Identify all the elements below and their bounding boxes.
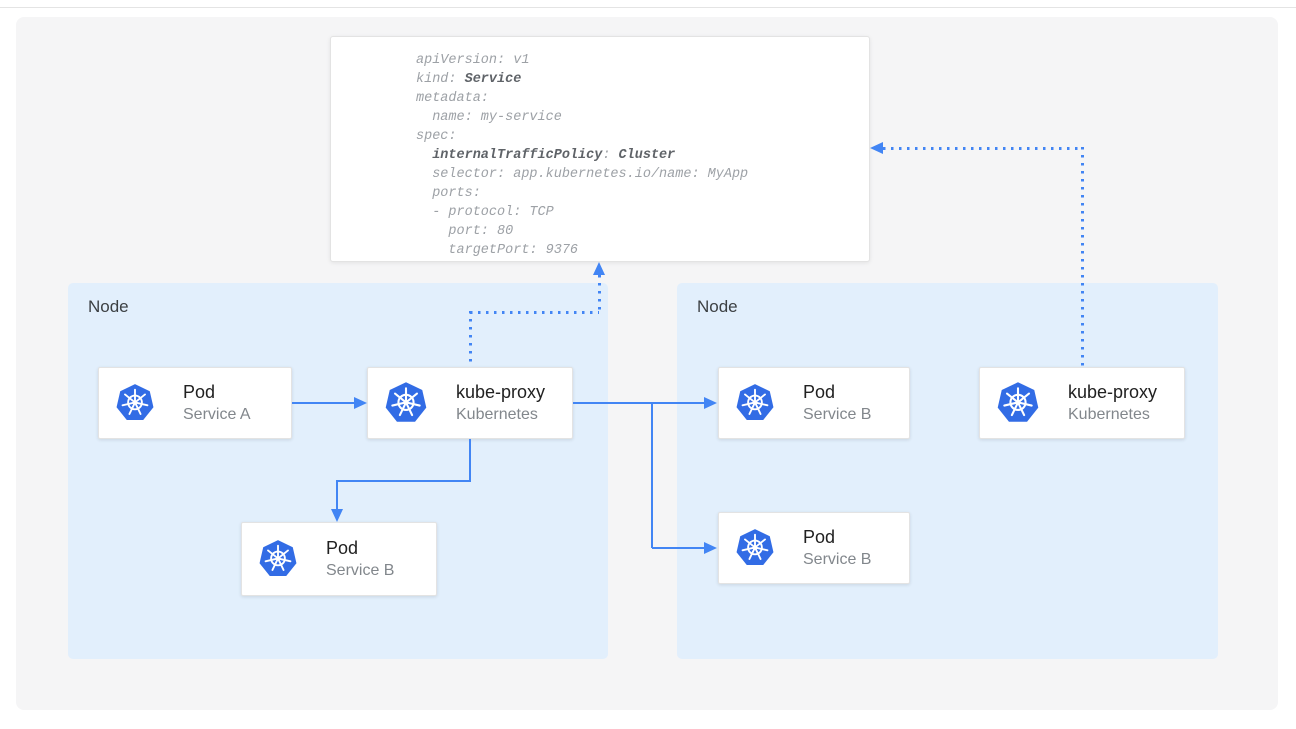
yaml-line: apiVersion: v1 [416, 53, 530, 68]
diagram-canvas: Node Node apiVersion: v1 kind: Service m… [16, 17, 1278, 710]
card-pod-service-b-right-bottom: Pod Service B [718, 512, 910, 584]
kubernetes-icon [735, 383, 775, 421]
yaml-line: spec: [416, 129, 457, 144]
card-pod-service-a: Pod Service A [98, 367, 292, 439]
card-title: Pod [326, 538, 359, 558]
arrowhead-up-icon [593, 262, 605, 275]
yaml-line: - protocol: TCP [416, 205, 554, 220]
dotted-to-yaml-bottom [598, 275, 601, 311]
card-text: kube-proxy Kubernetes [456, 381, 545, 425]
card-title: kube-proxy [456, 382, 546, 402]
yaml-line-internal-traffic-policy: internalTrafficPolicy: Cluster [432, 148, 676, 163]
node-right-label: Node [697, 297, 738, 316]
card-kube-proxy-left: kube-proxy Kubernetes [367, 367, 573, 439]
yaml-line: port: 80 [416, 224, 514, 239]
card-title: Pod [183, 382, 216, 402]
arrowhead-down-icon [331, 509, 343, 522]
card-subtitle: Service B [803, 406, 872, 423]
card-text: Pod Service B [326, 537, 394, 581]
card-title: Pod [803, 382, 836, 402]
dotted-kube-proxy-right-up [1081, 147, 1084, 367]
card-subtitle: Kubernetes [456, 406, 538, 423]
yaml-line: metadata: [416, 91, 489, 106]
card-title: kube-proxy [1068, 382, 1158, 402]
arrow-kube-proxy-to-pod-b-top [573, 402, 704, 404]
node-right: Node [677, 283, 1218, 659]
card-pod-service-b-left: Pod Service B [241, 522, 437, 596]
arrow-branch-to-pod-b-bottom [652, 547, 704, 549]
node-left-label: Node [88, 297, 129, 316]
yaml-line: selector: app.kubernetes.io/name: MyApp [416, 167, 749, 182]
arrowhead-left-icon [870, 142, 883, 154]
kubernetes-icon [258, 539, 298, 577]
arrowhead-right-icon [354, 397, 367, 409]
dotted-kube-proxy-left-up [469, 311, 472, 367]
yaml-line: kind: Service [416, 72, 522, 87]
card-subtitle: Service B [803, 551, 872, 568]
yaml-line: name: my-service [416, 110, 562, 125]
yaml-line: ports: [416, 186, 481, 201]
dotted-kube-proxy-left-across [470, 311, 599, 314]
kubernetes-icon [735, 528, 775, 566]
dotted-to-yaml-right [883, 147, 1081, 150]
arrow-pod-a-to-kube-proxy [292, 402, 354, 404]
arrow-branch-vertical [651, 402, 653, 548]
arrow-to-pod-b-left [336, 480, 338, 510]
card-subtitle: Kubernetes [1068, 406, 1150, 423]
kubernetes-icon [115, 383, 155, 421]
top-divider [0, 7, 1296, 8]
service-yaml-card: apiVersion: v1 kind: Service metadata: n… [330, 36, 870, 262]
arrow-kube-proxy-down [469, 439, 471, 481]
card-kube-proxy-right: kube-proxy Kubernetes [979, 367, 1185, 439]
card-subtitle: Service A [183, 406, 251, 423]
card-text: Pod Service A [183, 381, 251, 425]
arrowhead-right-icon [704, 542, 717, 554]
card-title: Pod [803, 527, 836, 547]
card-subtitle: Service B [326, 562, 395, 579]
card-text: Pod Service B [803, 526, 871, 570]
yaml-line: targetPort: 9376 [416, 243, 579, 258]
arrowhead-right-icon [704, 397, 717, 409]
node-left: Node [68, 283, 608, 659]
arrow-kube-proxy-left [336, 480, 471, 482]
kubernetes-icon [996, 381, 1040, 423]
card-text: kube-proxy Kubernetes [1068, 381, 1157, 425]
card-pod-service-b-right-top: Pod Service B [718, 367, 910, 439]
kubernetes-icon [384, 381, 428, 423]
card-text: Pod Service B [803, 381, 871, 425]
